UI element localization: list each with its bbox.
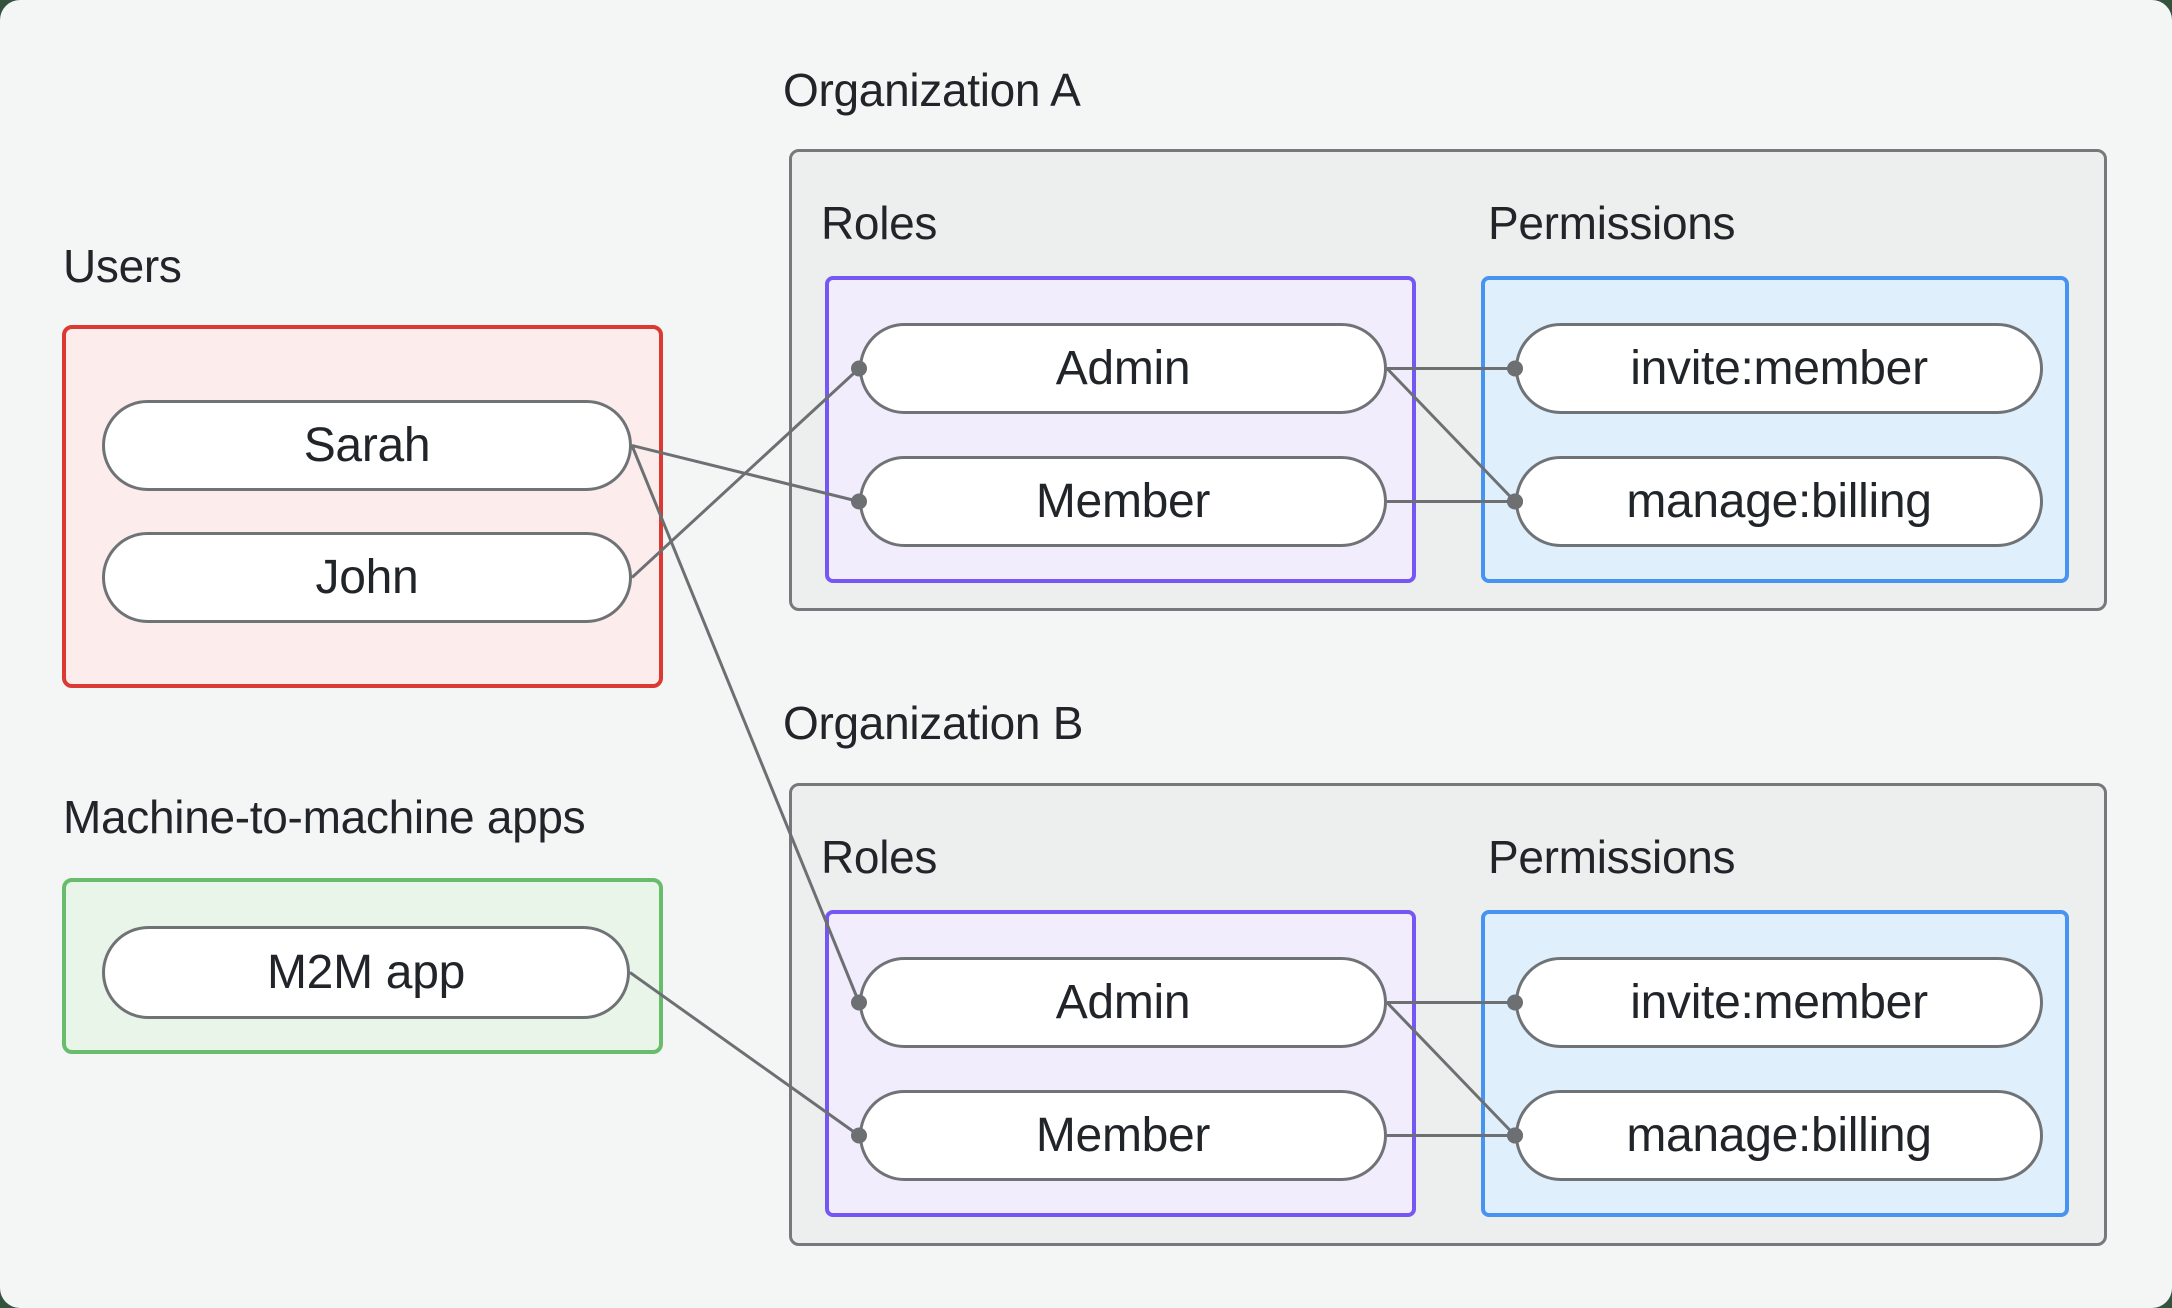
m2m-app-pill: M2M app — [102, 926, 630, 1019]
org-a-permissions-box: invite:member manage:billing — [1481, 276, 2069, 583]
org-b-permissions-box: invite:member manage:billing — [1481, 910, 2069, 1217]
org-a-roles-label: Roles — [821, 197, 938, 249]
org-a-section-label: Organization A — [783, 64, 1081, 116]
m2m-group-box: M2M app — [62, 878, 663, 1054]
org-a-roles-box: Admin Member — [825, 276, 1416, 583]
org-a-permission-pill-manage: manage:billing — [1515, 456, 2043, 547]
org-b-role-pill-admin: Admin — [859, 957, 1387, 1048]
users-group-box: Sarah John — [62, 325, 663, 688]
org-b-permission-pill-invite: invite:member — [1515, 957, 2043, 1048]
m2m-section-label: Machine-to-machine apps — [63, 791, 586, 843]
user-pill-john: John — [102, 532, 632, 623]
org-b-roles-label: Roles — [821, 831, 938, 883]
org-b-role-pill-member: Member — [859, 1090, 1387, 1181]
org-b-permission-pill-manage: manage:billing — [1515, 1090, 2043, 1181]
users-section-label: Users — [63, 240, 182, 292]
org-b-roles-box: Admin Member — [825, 910, 1416, 1217]
org-b-section-label: Organization B — [783, 697, 1084, 749]
org-a-permission-pill-invite: invite:member — [1515, 323, 2043, 414]
org-b-card: Roles Permissions Admin Member invite:me… — [789, 783, 2107, 1246]
user-pill-sarah: Sarah — [102, 400, 632, 491]
org-a-permissions-label: Permissions — [1488, 197, 1736, 249]
org-a-role-pill-member: Member — [859, 456, 1387, 547]
org-a-card: Roles Permissions Admin Member invite:me… — [789, 149, 2107, 611]
org-b-permissions-label: Permissions — [1488, 831, 1736, 883]
org-a-role-pill-admin: Admin — [859, 323, 1387, 414]
